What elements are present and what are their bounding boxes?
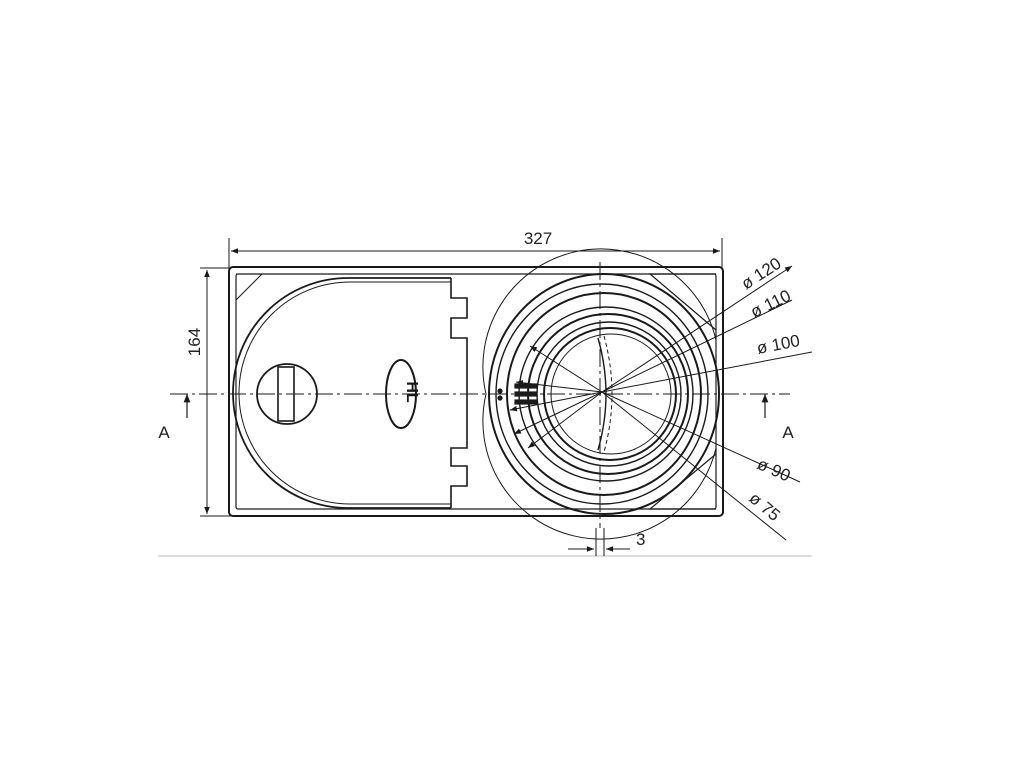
- logo-text: HL: [403, 381, 420, 403]
- diameter-labels: ø 120 ø 110 ø 100 ø 90 ø 75: [738, 254, 802, 525]
- diameter-120-label: ø 120: [738, 254, 785, 294]
- diameter-100-label: ø 100: [755, 331, 801, 358]
- lid: [232, 277, 468, 509]
- offset-label: 3: [636, 530, 645, 549]
- centerlines: [170, 262, 790, 528]
- section-marker-right: A: [761, 394, 794, 442]
- width-label: 327: [524, 229, 552, 248]
- diameter-75-label: ø 75: [745, 489, 783, 525]
- height-dimension: 164: [185, 267, 232, 517]
- diameter-leaders: [509, 265, 813, 541]
- section-label-right: A: [782, 423, 794, 442]
- height-label: 164: [185, 328, 204, 356]
- offset-dimension: 3: [568, 528, 645, 556]
- width-dimension: 327: [228, 229, 723, 268]
- section-marker-left: A: [158, 394, 191, 442]
- section-label-left: A: [158, 423, 170, 442]
- diameter-90-label: ø 90: [754, 454, 793, 485]
